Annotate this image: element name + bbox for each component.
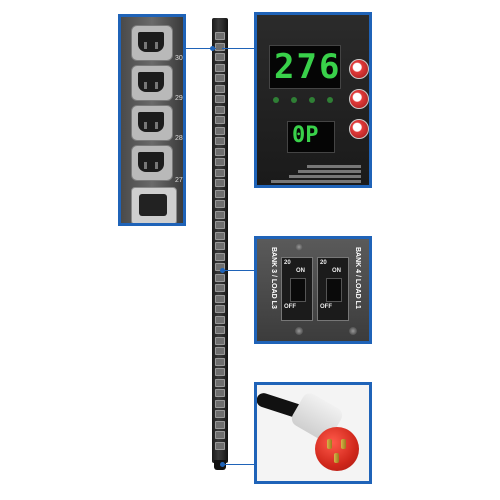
fine-print-labels bbox=[271, 163, 361, 185]
circuit-breaker-right[interactable]: 20 ON OFF bbox=[317, 257, 349, 321]
strip-outlet bbox=[215, 242, 225, 250]
screw bbox=[295, 243, 303, 251]
strip-outlet bbox=[215, 147, 225, 156]
plug-pin bbox=[334, 453, 339, 463]
strip-outlet bbox=[215, 231, 225, 240]
strip-outlet bbox=[215, 126, 225, 135]
status-led-row bbox=[271, 97, 351, 111]
strip-outlet bbox=[215, 284, 225, 292]
connector-dot-breakers bbox=[220, 268, 225, 273]
c13-outlet bbox=[131, 105, 173, 141]
strip-outlet bbox=[215, 389, 225, 397]
strip-outlet bbox=[215, 347, 225, 355]
bank-label-left: BANK 3 / LOAD L3 bbox=[270, 247, 277, 309]
strip-outlet bbox=[215, 368, 225, 376]
strip-outlet bbox=[215, 42, 225, 51]
strip-outlet bbox=[215, 105, 225, 114]
outlet-number: 27 bbox=[175, 177, 183, 184]
breaker-on-label: ON bbox=[296, 268, 305, 274]
strip-outlet bbox=[215, 326, 225, 334]
strip-outlet bbox=[215, 200, 225, 208]
strip-outlet bbox=[215, 357, 225, 366]
breaker-off-label: OFF bbox=[320, 304, 332, 310]
breaker-switch[interactable] bbox=[326, 278, 342, 302]
red-plug-face bbox=[315, 427, 359, 471]
strip-outlet bbox=[215, 210, 225, 219]
status-led bbox=[309, 97, 315, 103]
outlets-callout: 30 29 28 27 bbox=[118, 14, 186, 226]
breaker-on-label: ON bbox=[332, 268, 341, 274]
strip-outlet bbox=[215, 221, 225, 229]
connector-outlets bbox=[186, 48, 216, 49]
strip-outlet bbox=[215, 399, 225, 408]
screw bbox=[349, 327, 357, 335]
strip-outlet bbox=[215, 273, 225, 282]
breakers-callout: BANK 3 / LOAD L3 20 ON OFF 20 ON OFF BAN… bbox=[254, 236, 372, 344]
strip-outlet bbox=[215, 305, 225, 313]
strip-outlet bbox=[215, 263, 225, 271]
strip-outlet bbox=[215, 74, 225, 82]
current-reading: 276 bbox=[274, 47, 342, 87]
status-led bbox=[273, 97, 279, 103]
status-led bbox=[291, 97, 297, 103]
connector-display bbox=[222, 48, 254, 49]
display-button-down[interactable] bbox=[349, 89, 369, 109]
connector-dot-plug bbox=[220, 462, 225, 467]
strip-outlet bbox=[215, 32, 225, 40]
outlet-number: 30 bbox=[175, 55, 183, 62]
breaker-housing: BANK 3 / LOAD L3 20 ON OFF 20 ON OFF BAN… bbox=[257, 239, 369, 341]
strip-outlet bbox=[215, 189, 225, 198]
screw bbox=[295, 327, 303, 335]
status-code: 0P bbox=[292, 123, 319, 148]
status-code-display: 0P bbox=[287, 121, 335, 153]
status-led bbox=[327, 97, 333, 103]
breaker-off-label: OFF bbox=[284, 304, 296, 310]
strip-outlet bbox=[215, 168, 225, 177]
outlet-number: 29 bbox=[175, 95, 183, 102]
strip-outlet bbox=[215, 420, 225, 429]
strip-outlet bbox=[215, 158, 225, 166]
plug-pin bbox=[341, 439, 346, 449]
bank-label-right: BANK 4 / LOAD L1 bbox=[354, 247, 361, 309]
outlet-number: 28 bbox=[175, 135, 183, 142]
strip-outlet bbox=[215, 84, 225, 93]
circuit-breaker-left[interactable]: 20 ON OFF bbox=[281, 257, 313, 321]
strip-outlet bbox=[215, 95, 225, 103]
strip-outlet bbox=[215, 315, 225, 324]
breaker-rating: 20 bbox=[320, 260, 327, 266]
strip-outlet bbox=[215, 137, 225, 145]
breaker-rating: 20 bbox=[284, 260, 291, 266]
connector-breakers bbox=[222, 270, 254, 271]
connector-dot-outlets bbox=[210, 46, 215, 51]
plug-callout bbox=[254, 382, 372, 484]
strip-outlet bbox=[215, 63, 225, 72]
breaker-switch[interactable] bbox=[290, 278, 306, 302]
strip-outlet bbox=[215, 336, 225, 345]
strip-outlet bbox=[215, 378, 225, 387]
connector-plug bbox=[222, 464, 254, 465]
seven-segment-display: 276 bbox=[269, 45, 341, 89]
display-button-select[interactable] bbox=[349, 119, 369, 139]
c13-outlet bbox=[131, 25, 173, 61]
strip-outlet bbox=[215, 252, 225, 261]
display-callout: 276 0P bbox=[254, 12, 372, 188]
strip-outlet bbox=[215, 294, 225, 303]
c19-outlet bbox=[131, 187, 177, 223]
c13-outlet bbox=[131, 145, 173, 181]
strip-outlet bbox=[215, 179, 225, 187]
strip-outlet bbox=[215, 410, 225, 418]
plug-pin bbox=[327, 439, 332, 449]
strip-outlet bbox=[215, 116, 225, 124]
display-button-up[interactable] bbox=[349, 59, 369, 79]
strip-outlet bbox=[215, 441, 225, 450]
c13-outlet bbox=[131, 65, 173, 101]
pdu-strip bbox=[212, 18, 228, 463]
strip-outlet bbox=[215, 53, 225, 61]
strip-outlet bbox=[215, 431, 225, 439]
